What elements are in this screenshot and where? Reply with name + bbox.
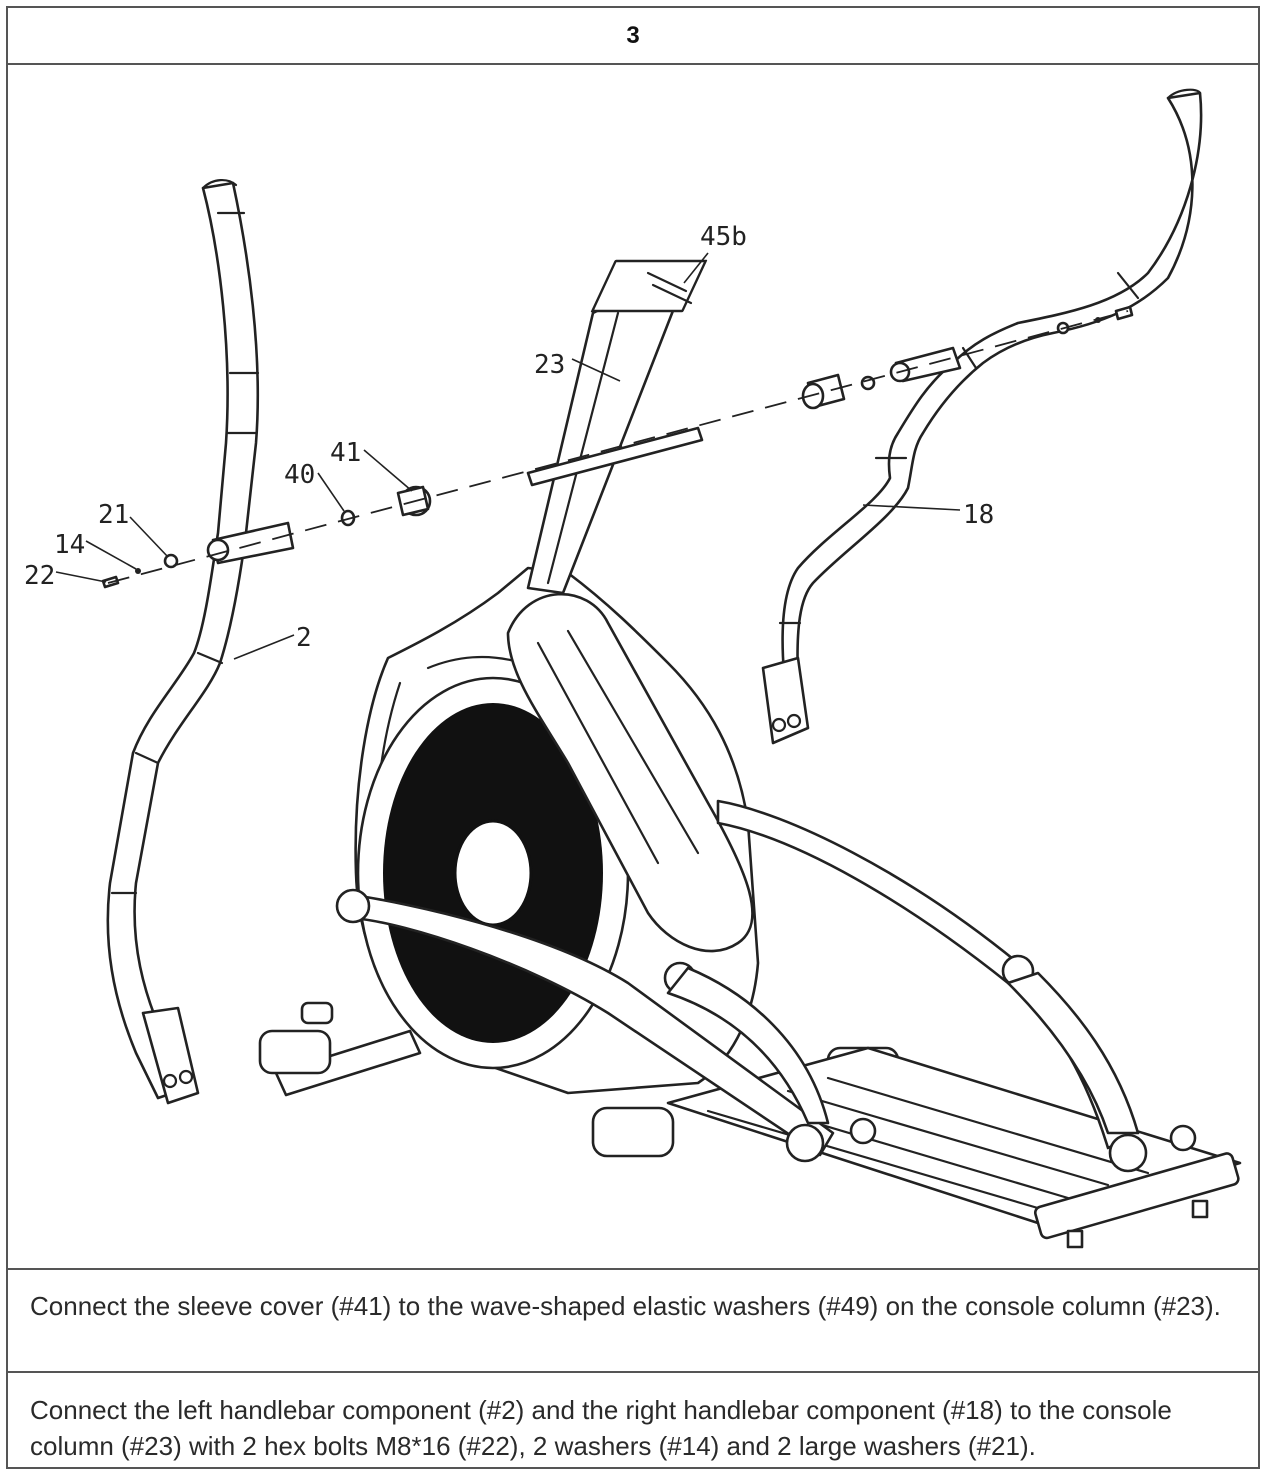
leader-lines <box>55 252 961 660</box>
callout-45b: 45b <box>700 222 747 252</box>
right-handlebar-drawing <box>761 88 1203 745</box>
elliptical-frame-drawing <box>258 259 1242 1249</box>
exploded-assembly-diagram: 22 14 21 40 41 2 23 45b 18 <box>8 63 1258 1270</box>
left-handlebar-drawing <box>106 179 295 1105</box>
callout-2: 2 <box>296 623 312 653</box>
step-number: 3 <box>8 8 1258 65</box>
callout-18: 18 <box>963 500 994 530</box>
instruction-handlebars: Connect the left handlebar component (#2… <box>30 1395 1172 1461</box>
callout-23: 23 <box>534 350 565 380</box>
callout-14: 14 <box>54 530 85 560</box>
instruction-sleeve-cover: Connect the sleeve cover (#41) to the wa… <box>8 1270 1258 1373</box>
callout-40: 40 <box>284 460 315 490</box>
callout-22: 22 <box>24 561 55 591</box>
assembly-axis-line <box>107 310 1129 584</box>
callout-21: 21 <box>98 500 129 530</box>
callout-41: 41 <box>330 438 361 468</box>
instruction-sheet: 3 <box>6 6 1260 1469</box>
